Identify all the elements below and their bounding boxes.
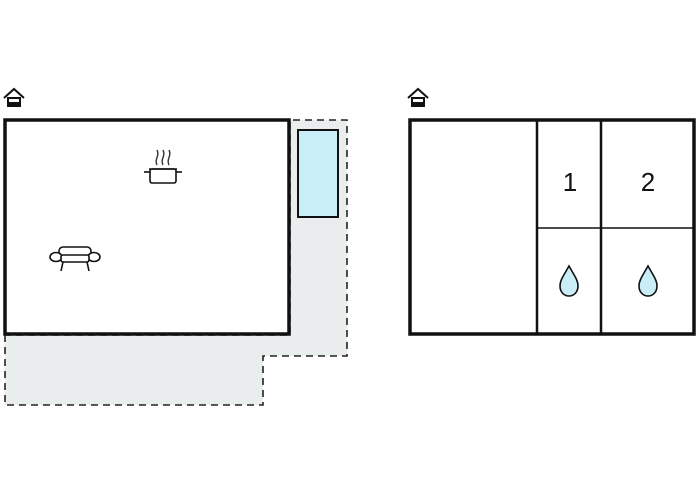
cooking-pot-icon xyxy=(144,149,182,184)
bedroom-1-label: 1 xyxy=(563,167,577,197)
house-icon xyxy=(3,87,25,107)
water-drop-icon xyxy=(638,264,658,297)
ground-floor-plan xyxy=(3,87,348,406)
upper-floor-outline xyxy=(408,118,696,336)
bedroom-2-label: 2 xyxy=(641,167,655,197)
house-icon xyxy=(407,87,429,107)
ground-floor-outline xyxy=(3,118,291,336)
water-drop-icon xyxy=(559,264,579,297)
upper-floor-plan: 1 2 xyxy=(407,87,696,336)
swimming-pool xyxy=(297,129,339,218)
sofa-icon xyxy=(49,246,101,272)
